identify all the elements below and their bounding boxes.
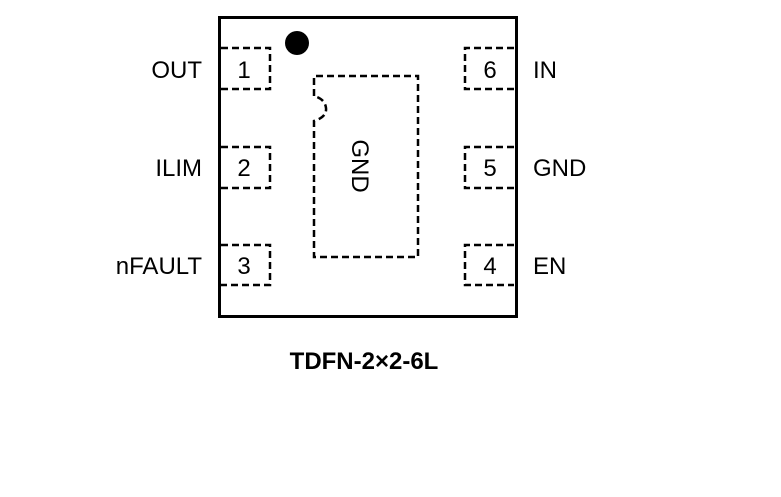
pin-number: 4 — [483, 253, 496, 280]
pin1-dot-icon — [285, 31, 309, 55]
pad-pin-6: 6 — [463, 46, 514, 91]
pin-number: 1 — [237, 57, 250, 84]
pin-number: 5 — [483, 155, 496, 182]
pin-label-gnd: GND — [533, 155, 586, 182]
pin-label-out: OUT — [151, 57, 202, 84]
pin-label-nfault: nFAULT — [116, 253, 203, 280]
exposed-pad-label: GND — [346, 139, 373, 192]
pin-label-in: IN — [533, 57, 557, 84]
pin-number: 3 — [237, 253, 250, 280]
pin-label-ilim: ILIM — [155, 155, 202, 182]
package-outline — [218, 16, 518, 318]
pin-number: 6 — [483, 57, 496, 84]
pin-label-en: EN — [533, 253, 566, 280]
pad-pin-5: 5 — [463, 145, 514, 190]
pad-pin-2: 2 — [221, 145, 272, 190]
pad-pin-1: 1 — [221, 46, 272, 91]
package-title: TDFN-2×2-6L — [290, 348, 439, 375]
pad-pin-3: 3 — [221, 243, 272, 287]
pad-pin-4: 4 — [463, 243, 514, 287]
pin-number: 2 — [237, 155, 250, 182]
exposed-pad: GND — [312, 74, 420, 259]
